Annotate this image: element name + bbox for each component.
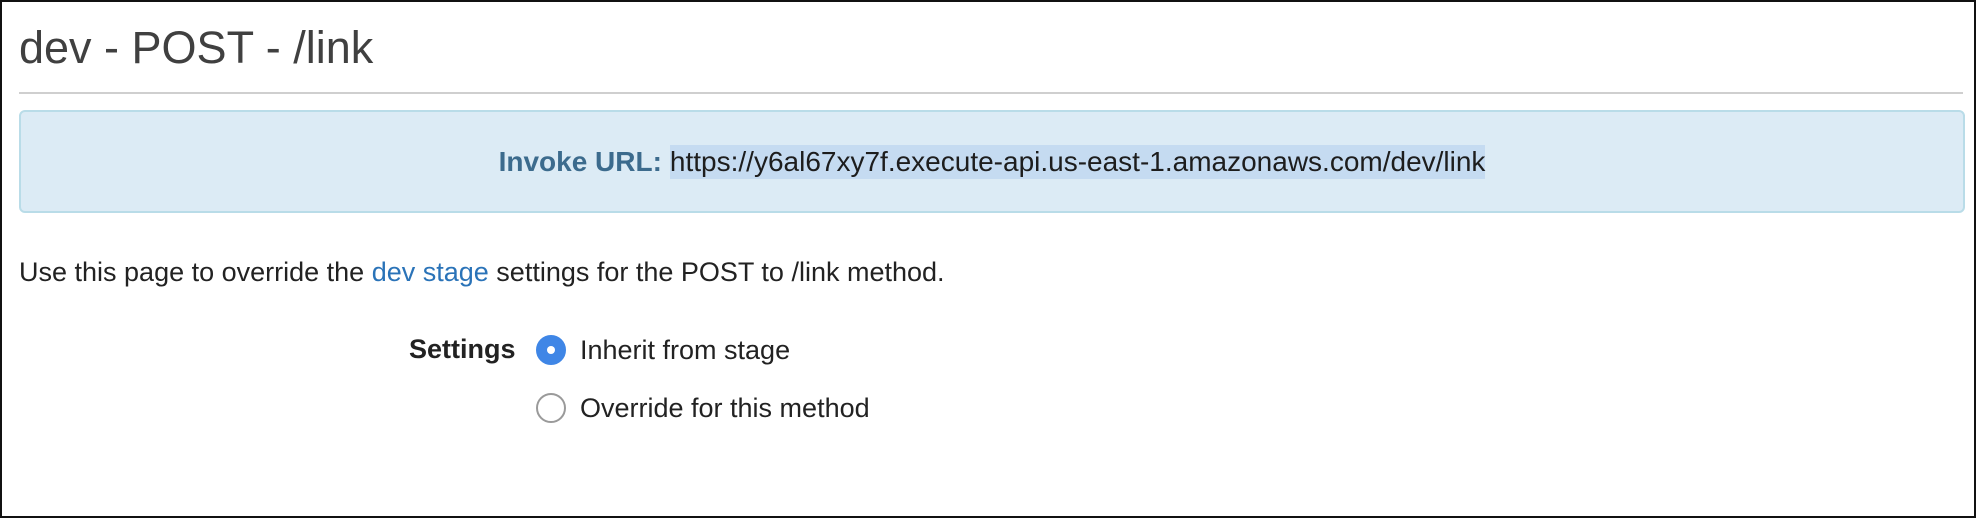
radio-inherit-from-stage[interactable]: Inherit from stage [536,332,790,368]
settings-label: Settings [409,334,516,364]
title-divider [19,92,1963,94]
invoke-url-value[interactable]: https://y6al67xy7f.execute-api.us-east-1… [669,144,1486,179]
radio-dot-icon [547,346,555,354]
dev-stage-link[interactable]: dev stage [371,257,489,287]
radio-button-checked[interactable] [536,335,566,365]
radio-button-unchecked[interactable] [536,393,566,423]
invoke-url-label: Invoke URL: [498,145,662,177]
description-prefix: Use this page to override the [19,257,372,287]
page-description: Use this page to override the dev stage … [19,254,945,290]
page-title: dev - POST - /link [19,22,374,73]
invoke-url-panel: Invoke URL: https://y6al67xy7f.execute-a… [19,110,1965,213]
radio-override-for-method[interactable]: Override for this method [536,390,870,426]
radio-label-override[interactable]: Override for this method [580,393,870,423]
description-suffix: settings for the POST to /link method. [488,257,945,287]
radio-label-inherit[interactable]: Inherit from stage [580,335,791,365]
